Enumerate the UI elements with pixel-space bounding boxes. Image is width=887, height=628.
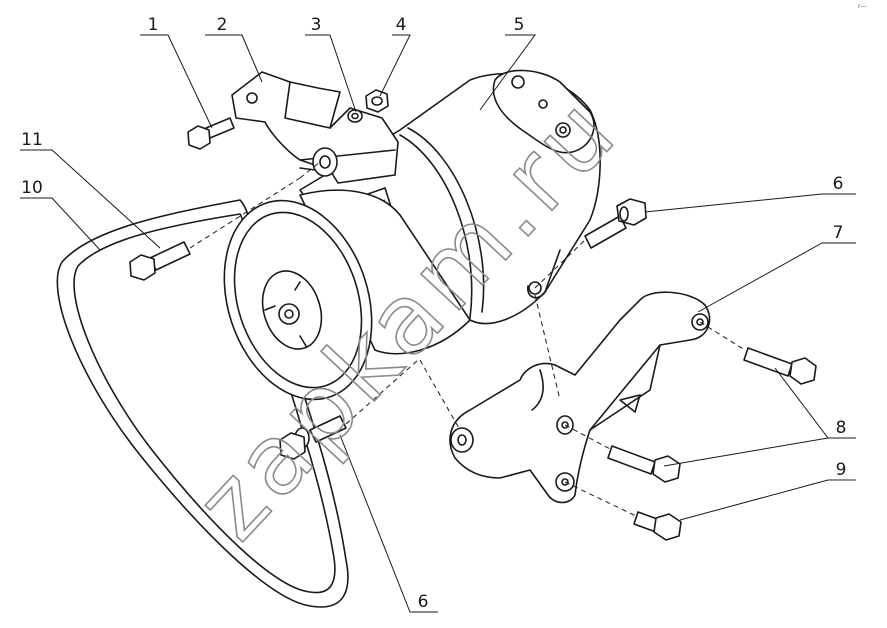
callout-5: 5: [514, 15, 525, 35]
callout-6-upper: 6: [833, 174, 844, 194]
callout-2: 2: [217, 15, 228, 35]
callout-9: 9: [836, 460, 847, 480]
callout-4: 4: [396, 15, 407, 35]
bolt-11: [129, 241, 191, 281]
callout-3: 3: [311, 15, 322, 35]
lower-bracket: [449, 291, 711, 504]
corner-mark: r—: [858, 3, 866, 10]
pulley-assembly: [223, 189, 471, 401]
washer: [347, 109, 363, 123]
leader-lines: [20, 34, 856, 613]
upper-bracket: [231, 71, 399, 184]
bolt-6-upper: [584, 198, 647, 249]
callout-1: 1: [148, 15, 159, 35]
bolt-1: [187, 117, 235, 150]
callout-8: 8: [836, 418, 847, 438]
callout-10: 10: [21, 178, 43, 198]
assembly-lines: [189, 161, 746, 517]
callout-7: 7: [833, 223, 844, 243]
callout-11: 11: [21, 130, 43, 150]
callout-labels: 1 2 3 4 5 6 6 7 8 9 10 11: [21, 15, 846, 612]
nut: [365, 89, 389, 113]
callout-6-lower: 6: [418, 592, 429, 612]
bolt-8-lower: [607, 445, 681, 483]
bolt-9: [633, 511, 682, 541]
bolt-8-upper: [743, 347, 817, 385]
bolt-6-lower: [279, 415, 347, 460]
